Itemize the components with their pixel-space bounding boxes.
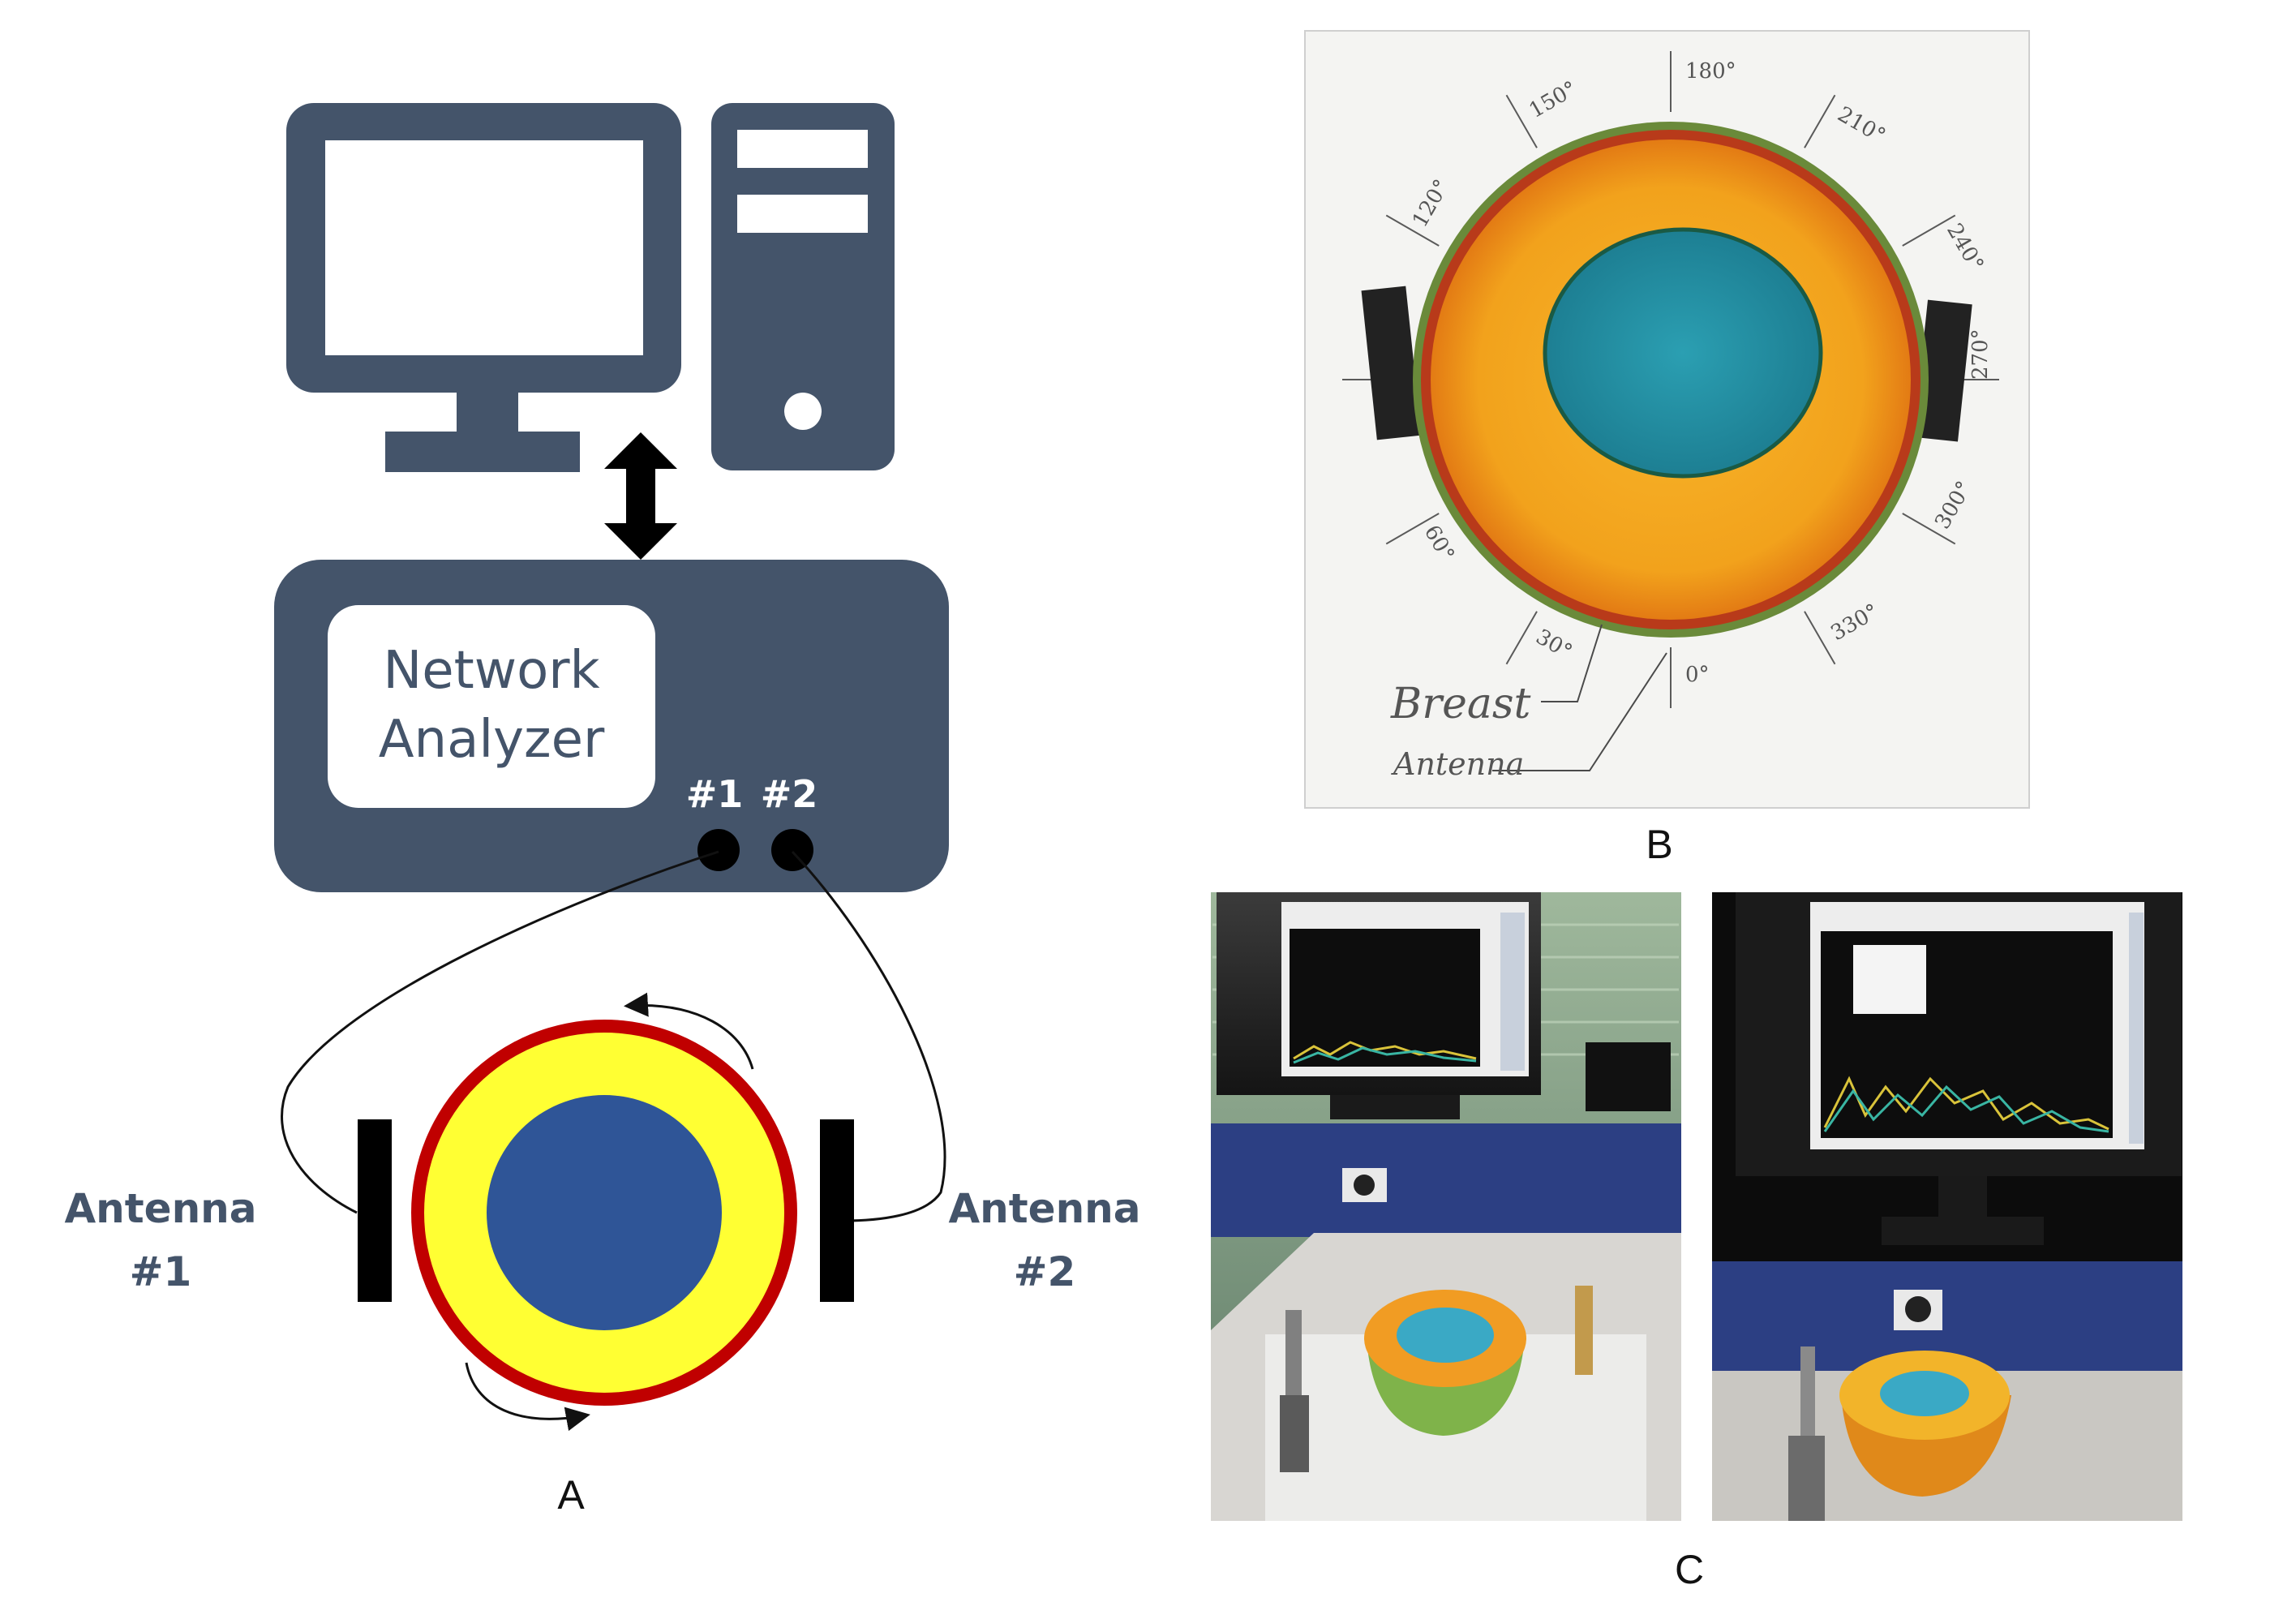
angle-label-0: 0° [1685, 663, 1710, 687]
rotation-arrow-bottom-icon [465, 1362, 590, 1432]
angle-line-330 [1804, 611, 1836, 665]
panel-a-label: A [557, 1472, 585, 1518]
angle-label-180: 180° [1685, 59, 1736, 84]
breast-phantom-diagram [411, 1020, 797, 1406]
port-1-label: #1 [686, 772, 744, 816]
panel-c-photo-left [1211, 892, 1681, 1521]
antenna-1-label-line1: Antenna [64, 1185, 256, 1232]
antenna-1-bar [358, 1119, 392, 1302]
network-analyzer-label-line1: Network [383, 641, 599, 701]
cable-port2-antenna2 [791, 850, 946, 1222]
antenna-1-photo [1361, 286, 1422, 440]
antenna-2-label-line2: #2 [1014, 1248, 1076, 1295]
network-analyzer-box: Network Analyzer #1 #2 [274, 560, 949, 892]
computer-tower-icon [711, 103, 895, 470]
angle-label-270: 270° [1968, 329, 1993, 380]
port-2-label: #2 [761, 772, 818, 816]
antenna-annotation: Antenna [1391, 746, 1524, 782]
breast-annotation: Breast [1390, 680, 1531, 728]
angle-line-150 [1505, 94, 1538, 148]
angle-line-210 [1804, 94, 1836, 148]
angle-line-60 [1385, 513, 1440, 545]
antenna-2-bar [820, 1119, 854, 1302]
antenna-1-label-line2: #1 [130, 1248, 192, 1295]
monitor-icon [286, 103, 681, 472]
antenna-2-photo [1913, 299, 1972, 442]
network-analyzer-label-line2: Analyzer [379, 710, 605, 770]
angle-line-300 [1902, 513, 1956, 545]
cable-port1-antenna1 [281, 850, 719, 1214]
port-2-connector [771, 829, 813, 871]
rotation-arrow-top-icon [624, 992, 754, 1070]
panel-c-label: C [1675, 1547, 1704, 1592]
angle-line-30 [1505, 611, 1538, 665]
bidirectional-arrow-icon [604, 432, 677, 560]
panel-c-photo-right [1712, 892, 2182, 1521]
port-1-connector [697, 829, 740, 871]
panel-a-schematic: Network Analyzer #1 #2 Antenna #1 Antenn… [64, 103, 1141, 1518]
angle-line-120 [1385, 214, 1440, 247]
antenna-2-label-line1: Antenna [948, 1185, 1140, 1232]
panel-b-phantom-photo: 0°30°60°90°120°150°180°210°240°270°300°3… [1304, 30, 2030, 867]
panel-b-label: B [1646, 822, 1672, 867]
angle-guide-lines [1342, 51, 1999, 708]
angle-line-240 [1902, 214, 1956, 247]
